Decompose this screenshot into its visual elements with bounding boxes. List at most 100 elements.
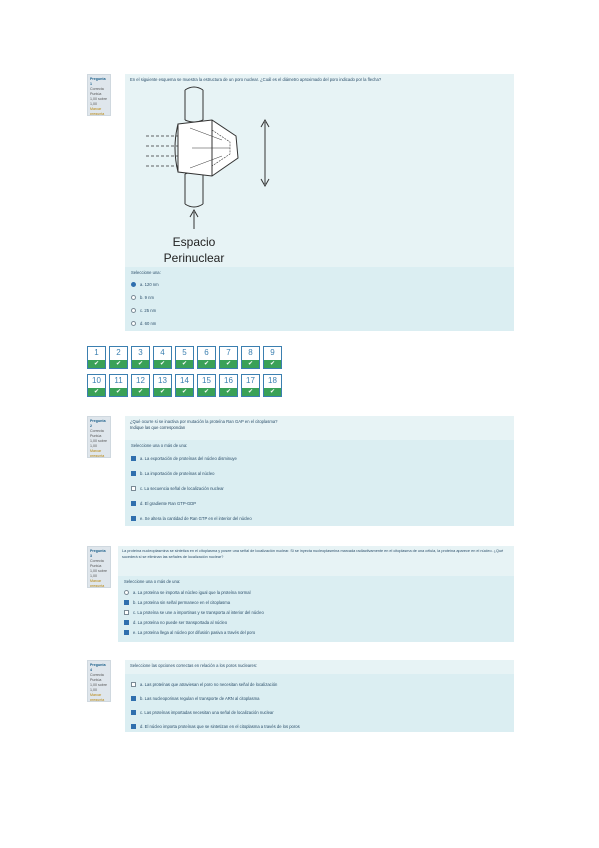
option-d[interactable]: d. La proteína no puede ser transportada… bbox=[124, 617, 508, 627]
option-a[interactable]: a. Las proteínas que atraviesan el poro … bbox=[131, 677, 508, 691]
option-c[interactable]: c. 25 nm bbox=[131, 304, 508, 317]
figure-label-top: Espacio bbox=[173, 235, 216, 249]
answer-block-2: Seleccione una o más de una: a. La expor… bbox=[125, 440, 514, 526]
check-icon: ✔ bbox=[264, 388, 281, 396]
check-icon: ✔ bbox=[198, 360, 215, 368]
option-d[interactable]: d. El núcleo importa proteínas que se si… bbox=[131, 719, 508, 733]
option-c[interactable]: c. Las proteínas importadas necesitan un… bbox=[131, 705, 508, 719]
question-content-4: Seleccione las opciones correctas en rel… bbox=[125, 660, 514, 674]
flag-question-link[interactable]: Marcar pregunta bbox=[90, 693, 105, 702]
question-content-2: ¿Qué ocurre si se inactiva por mutación … bbox=[125, 416, 514, 440]
option-d[interactable]: d. El gradiente Ran GTP-GDP bbox=[131, 496, 508, 511]
nav-button-9[interactable]: 9✔ bbox=[263, 346, 282, 369]
check-icon: ✔ bbox=[110, 360, 127, 368]
option-e[interactable]: e. Se altera la cantidad de Ran GTP en e… bbox=[131, 511, 508, 526]
checkbox-checked[interactable] bbox=[131, 723, 136, 729]
answer-block-3: Seleccione una o más de una: a. La prote… bbox=[118, 576, 514, 642]
option-a[interactable]: a. 120 nm bbox=[131, 278, 508, 291]
checkbox-checked[interactable] bbox=[131, 709, 136, 715]
check-icon: ✔ bbox=[88, 360, 105, 368]
checkbox[interactable] bbox=[131, 681, 136, 687]
question-number: Pregunta 1 bbox=[90, 77, 106, 86]
nav-button-4[interactable]: 4✔ bbox=[153, 346, 172, 369]
check-icon: ✔ bbox=[88, 388, 105, 396]
option-b[interactable]: b. Las nucleoporinas regulan el transpor… bbox=[131, 691, 508, 705]
option-c[interactable]: c. La secuencia señal de localización nu… bbox=[131, 481, 508, 496]
check-icon: ✔ bbox=[176, 388, 193, 396]
radio-selected[interactable] bbox=[131, 282, 136, 287]
nav-button-13[interactable]: 13✔ bbox=[153, 374, 172, 397]
answer-label: Seleccione una o más de una: bbox=[131, 443, 188, 448]
question-status: Correcta bbox=[90, 429, 104, 433]
question-number: Pregunta 4 bbox=[90, 663, 106, 672]
radio[interactable] bbox=[131, 321, 136, 326]
nav-button-15[interactable]: 15✔ bbox=[197, 374, 216, 397]
nav-button-10[interactable]: 10✔ bbox=[87, 374, 106, 397]
option-d[interactable]: d. 60 nm bbox=[131, 317, 508, 330]
option-b[interactable]: b. 9 nm bbox=[131, 291, 508, 304]
nav-button-18[interactable]: 18✔ bbox=[263, 374, 282, 397]
nav-button-2[interactable]: 2✔ bbox=[109, 346, 128, 369]
question-content-3: La proteína nucleoplasmina se sintetiza … bbox=[118, 546, 514, 576]
option-b[interactable]: b. La importación de proteínas al núcleo bbox=[131, 466, 508, 481]
question-status: Correcta bbox=[90, 673, 104, 677]
question-score: Puntúa 1,00 sobre 1,00 bbox=[90, 92, 107, 106]
answer-label: Seleccione una o más de una: bbox=[124, 579, 181, 584]
checkbox-checked[interactable] bbox=[131, 456, 136, 461]
nav-button-1[interactable]: 1✔ bbox=[87, 346, 106, 369]
question-info-2: Pregunta 2 Correcta Puntúa 1,00 sobre 1,… bbox=[87, 416, 111, 458]
flag-question-link[interactable]: Marcar pregunta bbox=[90, 579, 105, 588]
question-number: Pregunta 3 bbox=[90, 549, 106, 558]
checkbox-checked[interactable] bbox=[131, 695, 136, 701]
radio[interactable] bbox=[131, 308, 136, 313]
question-status: Correcta bbox=[90, 87, 104, 91]
checkbox[interactable] bbox=[124, 609, 129, 615]
nav-button-11[interactable]: 11✔ bbox=[109, 374, 128, 397]
question-score: Puntúa 1,00 sobre 1,00 bbox=[90, 434, 107, 448]
nav-button-3[interactable]: 3✔ bbox=[131, 346, 150, 369]
check-icon: ✔ bbox=[264, 360, 281, 368]
nav-button-5[interactable]: 5✔ bbox=[175, 346, 194, 369]
question-info-1: Pregunta 1 Correcta Puntúa 1,00 sobre 1,… bbox=[87, 74, 111, 116]
checkbox-checked[interactable] bbox=[124, 629, 129, 635]
question-status: Correcta bbox=[90, 559, 104, 563]
question-info-4: Pregunta 4 Correcta Puntúa 1,00 sobre 1,… bbox=[87, 660, 111, 702]
question-text: En el siguiente esquema se muestra la es… bbox=[130, 77, 382, 82]
option-b[interactable]: b. La proteína sin señal permanece en el… bbox=[124, 597, 508, 607]
question-content-1: En el siguiente esquema se muestra la es… bbox=[125, 74, 514, 267]
check-icon: ✔ bbox=[242, 360, 259, 368]
check-icon: ✔ bbox=[176, 360, 193, 368]
flag-question-link[interactable]: Marcar pregunta bbox=[90, 107, 105, 116]
nav-button-14[interactable]: 14✔ bbox=[175, 374, 194, 397]
check-icon: ✔ bbox=[154, 360, 171, 368]
radio[interactable] bbox=[124, 589, 129, 595]
checkbox-checked[interactable] bbox=[124, 619, 129, 625]
answer-block-4: a. Las proteínas que atraviesan el poro … bbox=[125, 674, 514, 732]
check-icon: ✔ bbox=[154, 388, 171, 396]
nav-button-6[interactable]: 6✔ bbox=[197, 346, 216, 369]
option-a[interactable]: a. La proteína se importa al núcleo igua… bbox=[124, 587, 508, 597]
question-text: La proteína nucleoplasmina se sintetiza … bbox=[122, 549, 504, 559]
nav-button-7[interactable]: 7✔ bbox=[219, 346, 238, 369]
option-a[interactable]: a. La exportación de proteínas del núcle… bbox=[131, 451, 508, 466]
checkbox-checked[interactable] bbox=[124, 599, 129, 605]
checkbox-checked[interactable] bbox=[131, 501, 136, 506]
option-e[interactable]: e. La proteína llega al núcleo por difus… bbox=[124, 627, 508, 637]
question-text: Seleccione las opciones correctas en rel… bbox=[130, 663, 258, 668]
nav-button-12[interactable]: 12✔ bbox=[131, 374, 150, 397]
checkbox-checked[interactable] bbox=[131, 471, 136, 476]
nav-button-8[interactable]: 8✔ bbox=[241, 346, 260, 369]
option-c[interactable]: c. La proteína se une a importinas y se … bbox=[124, 607, 508, 617]
nav-button-17[interactable]: 17✔ bbox=[241, 374, 260, 397]
question-text: ¿Qué ocurre si se inactiva por mutación … bbox=[130, 419, 278, 424]
check-icon: ✔ bbox=[198, 388, 215, 396]
radio[interactable] bbox=[131, 295, 136, 300]
nav-button-16[interactable]: 16✔ bbox=[219, 374, 238, 397]
flag-question-link[interactable]: Marcar pregunta bbox=[90, 449, 105, 458]
nuclear-pore-diagram: Espacio Perinuclear bbox=[146, 86, 270, 265]
check-icon: ✔ bbox=[220, 360, 237, 368]
question-score: Puntúa 1,00 sobre 1,00 bbox=[90, 564, 107, 578]
question-info-3: Pregunta 3 Correcta Puntúa 1,00 sobre 1,… bbox=[87, 546, 111, 588]
checkbox-checked[interactable] bbox=[131, 516, 136, 521]
checkbox[interactable] bbox=[131, 486, 136, 491]
